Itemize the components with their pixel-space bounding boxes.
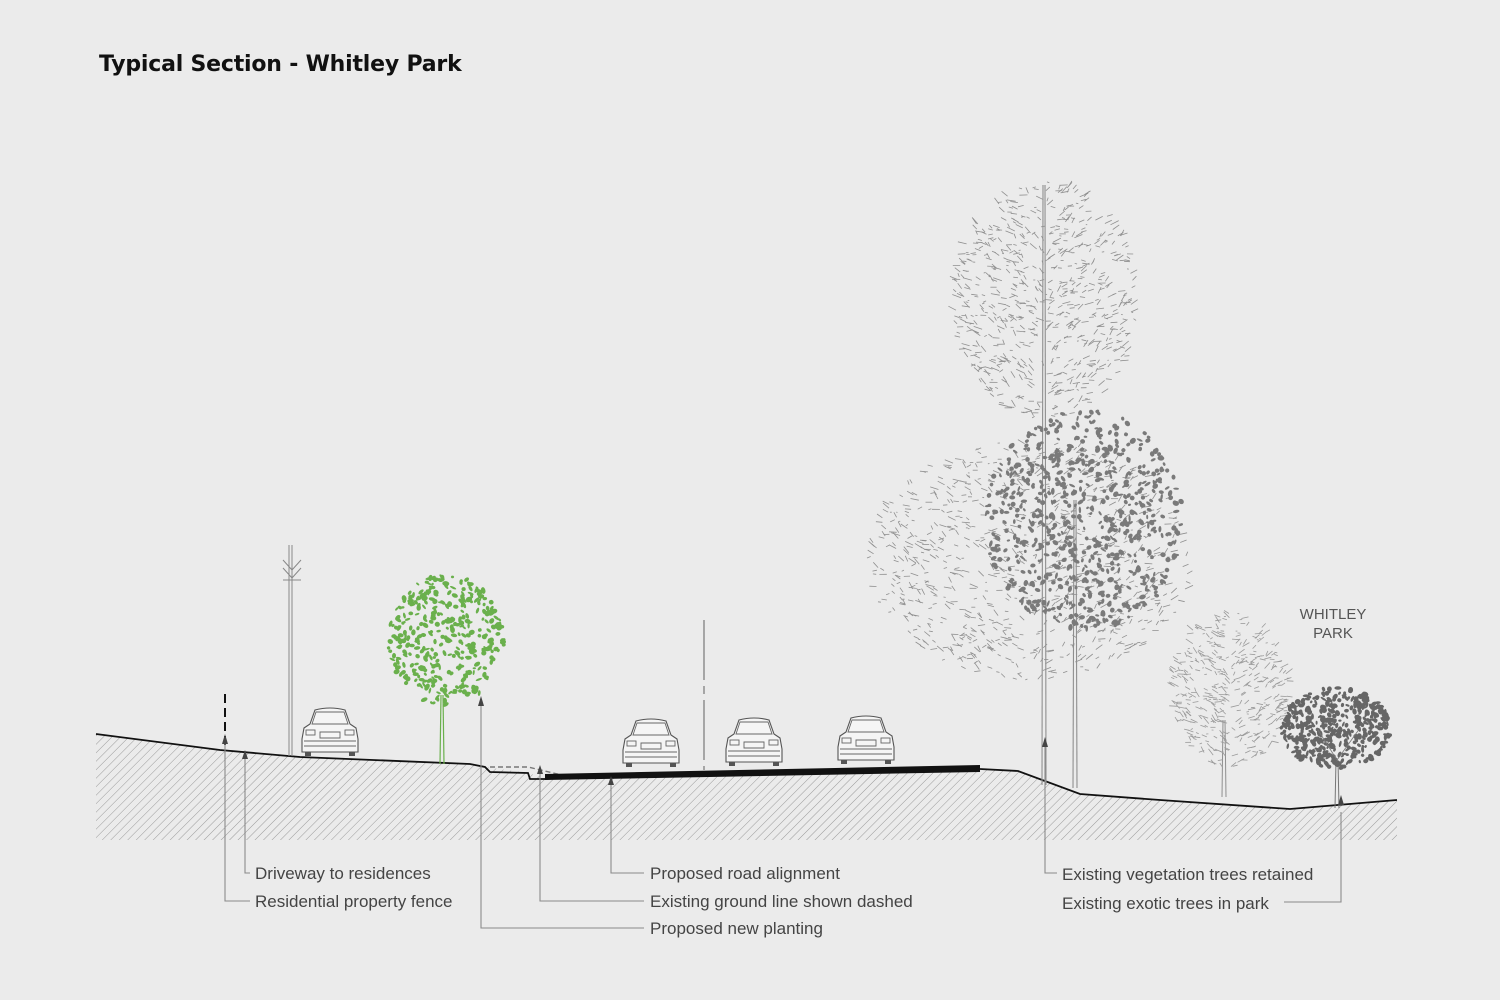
tree-icon — [1167, 610, 1294, 798]
callout-exotic-trees: Existing exotic trees in park — [1062, 894, 1269, 913]
park-label-line1: WHITLEY — [1300, 606, 1367, 623]
tree-icon — [386, 574, 507, 765]
ground-hatch — [96, 734, 1397, 840]
car-icon — [725, 717, 783, 767]
tree-icon — [866, 180, 1194, 789]
car-icon — [837, 715, 895, 765]
car-icon — [622, 718, 680, 768]
page-title: Typical Section - Whitley Park — [99, 52, 462, 77]
callout-new-planting: Proposed new planting — [650, 919, 823, 938]
callout-existing-ground: Existing ground line shown dashed — [650, 892, 913, 911]
tree-icon — [1317, 727, 1361, 761]
callout-fence: Residential property fence — [255, 892, 453, 911]
existing-ground-dashed — [490, 766, 571, 778]
tree-icon — [1279, 686, 1393, 809]
ground-line-right — [979, 768, 1398, 810]
existing-ground-line — [95, 733, 571, 780]
proposed-road-pavement — [545, 765, 980, 780]
callout-vegetation-retained: Existing vegetation trees retained — [1062, 865, 1313, 884]
car-icon — [301, 707, 359, 757]
power-pole-icon — [282, 545, 302, 756]
callout-leaders — [224, 706, 1342, 929]
callout-driveway: Driveway to residences — [255, 864, 431, 883]
park-label-line2: PARK — [1313, 625, 1353, 642]
callout-road-alignment: Proposed road alignment — [650, 864, 840, 883]
arrow-up-icon — [222, 696, 1344, 805]
